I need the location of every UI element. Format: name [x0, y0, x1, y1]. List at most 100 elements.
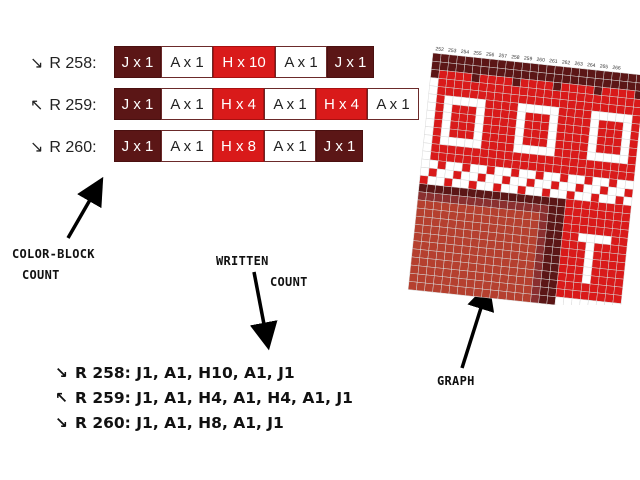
graph-cell: [555, 131, 566, 142]
graph-cell: [543, 163, 554, 174]
graph-cell: [607, 269, 617, 279]
graph-cell: [440, 202, 451, 212]
graph-cell: [603, 70, 613, 81]
graph-cell: [441, 276, 451, 286]
graph-cell: [431, 52, 442, 63]
graph-cell: [464, 138, 474, 149]
graph-cell: [430, 143, 441, 153]
graph-cell: [507, 200, 517, 211]
graph-cell: [506, 283, 517, 293]
graph-cell: [608, 178, 618, 189]
graph-cell: [566, 264, 576, 275]
graph-cell: [547, 287, 557, 298]
graph-cell: [574, 265, 584, 276]
graph-cell: [619, 229, 630, 239]
graph-cell: [577, 158, 587, 169]
graph-cell: [576, 249, 586, 259]
graph-cell: [482, 198, 493, 208]
color-block-count-label-2: COUNT: [22, 268, 60, 282]
graph-cell: [458, 187, 469, 198]
arrow-written-count: [249, 271, 278, 351]
graph-cell: [434, 102, 445, 113]
graph-cell: [596, 210, 607, 220]
graph-cell: [443, 103, 453, 113]
graph-cell: [458, 195, 468, 206]
row-260: ↘R 260: J x 1 A x 1 H x 8 A x 1 J x 1: [30, 130, 363, 164]
graph-cell: [528, 153, 539, 164]
graph-cell: [455, 220, 466, 230]
graph-cell: [573, 273, 584, 284]
graph-cell: [609, 170, 619, 180]
graph-cell: [426, 184, 436, 194]
graph-cell: [427, 250, 438, 260]
graph-cell: [467, 105, 478, 116]
graph-cell: [419, 175, 429, 185]
graph-cell: [620, 220, 630, 231]
graph-cell: [435, 94, 446, 104]
graph-cell: [611, 145, 622, 156]
graph-cell: [606, 194, 617, 205]
graph-cell: [567, 248, 578, 258]
graph-cell: [616, 179, 627, 189]
graph-cell: [538, 212, 549, 222]
graph-cell: [481, 132, 491, 142]
graph-cell: [460, 171, 471, 181]
graph-cell: [456, 211, 466, 222]
graph-cell: [546, 138, 557, 149]
graph-cell: [619, 72, 629, 83]
graph-cell: [600, 169, 611, 180]
graph-cell: [499, 191, 510, 202]
graph-cell: [540, 113, 551, 124]
graph-cell: [444, 87, 455, 97]
graph-cell: [462, 229, 473, 239]
graph-cell: [603, 227, 613, 237]
graph-cell: [506, 126, 517, 137]
graph-cell: [475, 189, 485, 199]
graph-cell: [477, 164, 488, 175]
graph-cell: [576, 84, 587, 95]
graph-cell: [504, 68, 514, 79]
graph-cell: [433, 193, 444, 203]
graph-cell: [420, 158, 431, 169]
graph-cell: [603, 144, 614, 155]
graph-cell: [489, 207, 500, 217]
graph-cell: [534, 178, 544, 189]
graph-column-number: 256: [486, 52, 495, 59]
graph-cell: [422, 224, 432, 235]
graph-cell: [547, 205, 558, 215]
graph-cell: [478, 82, 488, 92]
graph-cell: [538, 138, 548, 148]
graph-cell: [589, 275, 600, 286]
graph-cell: [498, 199, 509, 210]
graph-cell: [468, 172, 479, 182]
graph-cell: [589, 118, 600, 129]
graph-cell: [454, 228, 465, 238]
graph-cell: [614, 195, 625, 206]
graph-cell: [535, 162, 546, 173]
graph-cell: [515, 275, 526, 286]
graph-cell: [553, 147, 564, 158]
graph-cell: [496, 67, 506, 78]
graph-cell: [623, 114, 633, 124]
graph-cell: [489, 132, 499, 143]
graph-column-number: 265: [599, 64, 608, 71]
graph-cell: [596, 135, 606, 146]
graph-cell: [483, 264, 494, 274]
graph-cell: [602, 235, 612, 246]
graph-cell: [530, 293, 540, 304]
graph-cell: [448, 128, 459, 139]
graph-cell: [424, 200, 435, 210]
graph-cell: [600, 251, 611, 262]
graph-cell: [470, 81, 480, 92]
graph-cell: [480, 57, 491, 68]
graph-cell: [625, 89, 636, 100]
graph-cell: [434, 110, 444, 121]
graph-cell: [431, 60, 441, 71]
graph-cell: [425, 266, 436, 277]
graph-cell: [490, 199, 501, 209]
graph-cell: [466, 196, 476, 207]
graph-cell: [424, 126, 434, 136]
graph-cell: [536, 236, 546, 247]
graph-cell: [591, 184, 601, 195]
